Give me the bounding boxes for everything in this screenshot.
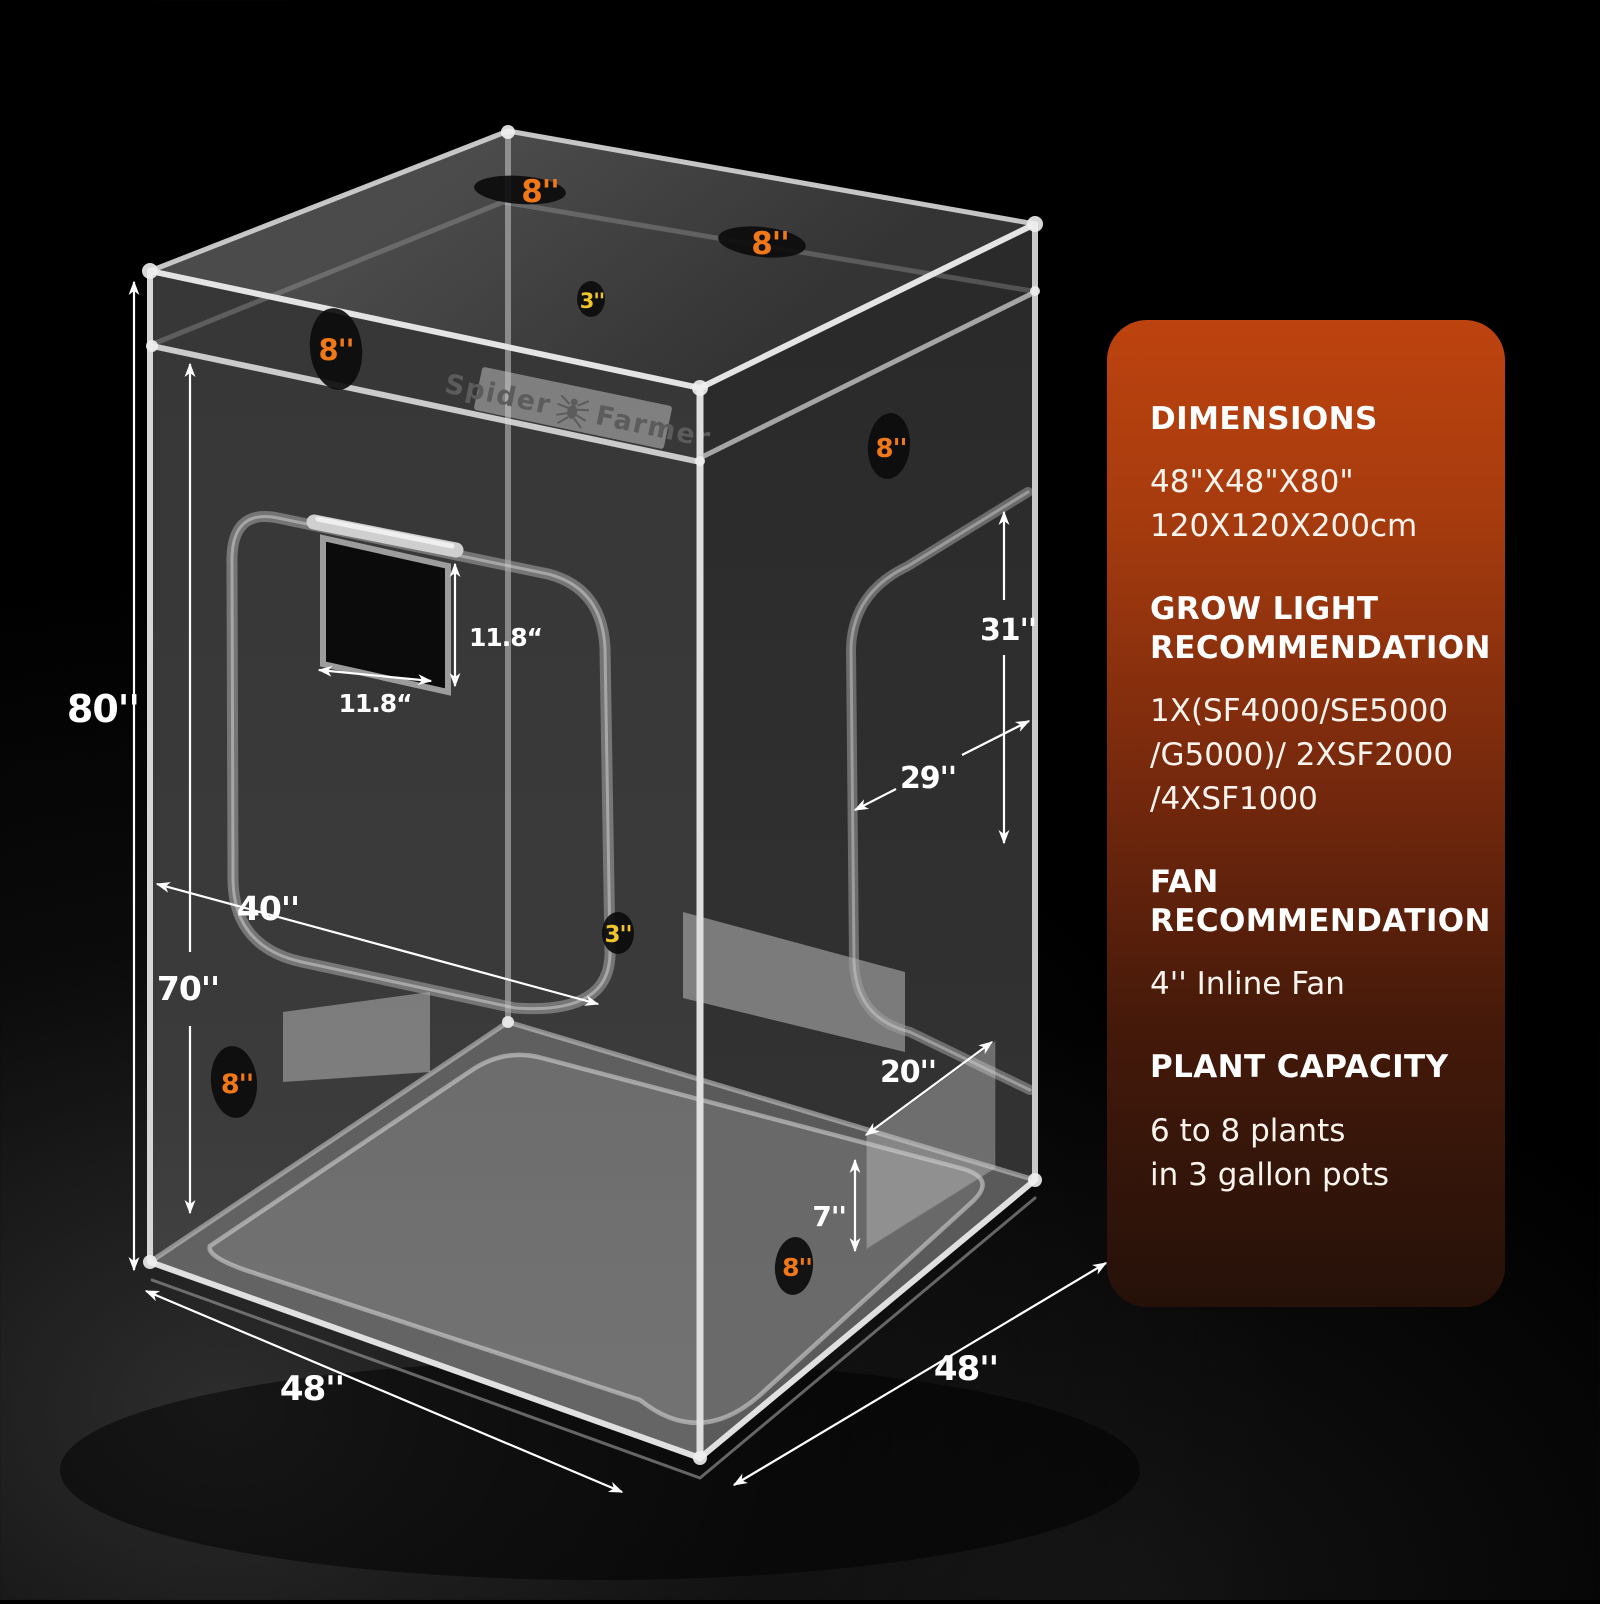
- right-door-zipper: [845, 487, 1035, 1095]
- section-heading: DIMENSIONS: [1150, 401, 1378, 437]
- dim-base-width-48: 48'': [144, 1289, 624, 1494]
- floor-back-edges: [148, 1019, 1036, 1265]
- dim-side-vent-height-label: 7'': [812, 1200, 846, 1233]
- front-left-door-zipper-seam: [230, 515, 612, 1011]
- tent-front-right-wall: [700, 224, 1035, 1458]
- section-heading: FAN RECOMMENDATION: [1150, 864, 1491, 939]
- dim-base-depth-label: 48'': [934, 1349, 998, 1389]
- right-wall-upper-port-hole: [867, 413, 911, 479]
- right-wall-crossbar: [697, 289, 1038, 461]
- dim-window-height: 11.8“: [449, 562, 543, 688]
- section-heading: GROW LIGHT RECOMMENDATION: [1150, 591, 1491, 666]
- left-wall-upper-port-label: 8'': [319, 333, 354, 367]
- spec-line: 1X(SF4000/SE5000: [1150, 693, 1449, 730]
- dim-side-door-width-29: 29'': [853, 720, 1031, 811]
- dim-window-width: 11.8“: [317, 665, 433, 718]
- mid-wall-small-port-label: 3'': [604, 922, 631, 948]
- left-wall-crossbar: [149, 343, 703, 465]
- back-left-vent: [283, 992, 430, 1082]
- left-wall-lower-port-label: 8'': [221, 1069, 253, 1100]
- top-port-small-hole: [577, 281, 605, 317]
- mid-wall-small-port-hole: [602, 912, 634, 954]
- spec-info-panel: DIMENSIONS 48"X48"X80" 120X120X200cm GRO…: [1107, 320, 1505, 1307]
- dim-window-width-label: 11.8“: [338, 689, 411, 718]
- top-port-left-label: 8'': [521, 174, 559, 210]
- tent-body: Spider Farmer: [142, 125, 1043, 1480]
- top-port-right-label: 8'': [751, 226, 789, 262]
- spec-line: 4'' Inline Fan: [1150, 966, 1345, 1003]
- spec-line: 6 to 8 plants: [1150, 1112, 1346, 1149]
- spec-section-grow-light: GROW LIGHT RECOMMENDATION 1X(SF4000/SE50…: [1150, 590, 1491, 821]
- spec-line: 48"X48"X80": [1150, 464, 1354, 501]
- corner-connectors: [142, 125, 1043, 1465]
- window-roller-highlight: [315, 516, 455, 549]
- spec-line: /4XSF1000: [1150, 781, 1318, 818]
- section-heading: PLANT CAPACITY: [1150, 1049, 1449, 1086]
- top-back-edges: [147, 128, 1038, 274]
- top-front-edges: [147, 221, 1038, 391]
- window-frame: [320, 534, 451, 696]
- dimension-annotations: 80'' 70'' 40'' 11.8“ 11.8“ 31'' 29'': [67, 280, 1108, 1494]
- left-wall-lower-port-hole: [210, 1046, 258, 1118]
- dim-height-80: 80'': [67, 280, 140, 1272]
- right-wall-upper-port-label: 8'': [875, 434, 906, 464]
- dim-inner-width-label: 40'': [237, 889, 299, 928]
- dim-side-door-height-31: 31'': [980, 510, 1037, 845]
- dim-base-width-label: 48'': [280, 1369, 344, 1409]
- back-right-vent: [683, 912, 905, 1052]
- tent-front-left-wall: [150, 271, 700, 1458]
- door-zippers: [226, 487, 1035, 1095]
- top-port-small-label: 3'': [580, 289, 604, 313]
- dim-inner-width-40: 40'': [155, 882, 600, 1006]
- spec-section-fan: FAN RECOMMENDATION 4'' Inline Fan: [1150, 863, 1491, 1006]
- dim-side-vent-width-20: 20'': [864, 1041, 994, 1136]
- spec-section-dimensions: DIMENSIONS 48"X48"X80" 120X120X200cm: [1150, 400, 1477, 548]
- dim-side-door-width-label: 29'': [900, 761, 956, 796]
- window-roller-shade: [306, 514, 464, 558]
- dim-window-height-label: 11.8“: [469, 623, 542, 652]
- top-port-right-hole: [718, 226, 806, 258]
- spec-section-plant-capacity: PLANT CAPACITY 6 to 8 plants in 3 gallon…: [1150, 1048, 1477, 1196]
- top-port-left-hole: [474, 175, 566, 205]
- dim-side-vent-height-7: 7'': [812, 1158, 861, 1253]
- spec-line: 120X120X200cm: [1150, 508, 1418, 545]
- right-door-zipper-seam: [849, 490, 1032, 1092]
- spec-line: /G5000)/ 2XSF2000: [1150, 737, 1454, 774]
- left-wall-upper-port-hole: [309, 308, 363, 390]
- front-lower-port-label: 8'': [782, 1253, 812, 1282]
- viewing-window: [306, 514, 464, 696]
- dim-base-depth-48: 48'': [732, 1262, 1108, 1486]
- spider-icon: [556, 394, 590, 429]
- dim-side-vent-width-label: 20'': [880, 1055, 936, 1090]
- dim-inner-height-label: 70'': [157, 969, 219, 1008]
- spec-line: in 3 gallon pots: [1150, 1156, 1390, 1193]
- dim-side-door-height-label: 31'': [980, 613, 1036, 648]
- tent-top-face: [150, 131, 1035, 388]
- dim-height-label: 80'': [67, 687, 139, 731]
